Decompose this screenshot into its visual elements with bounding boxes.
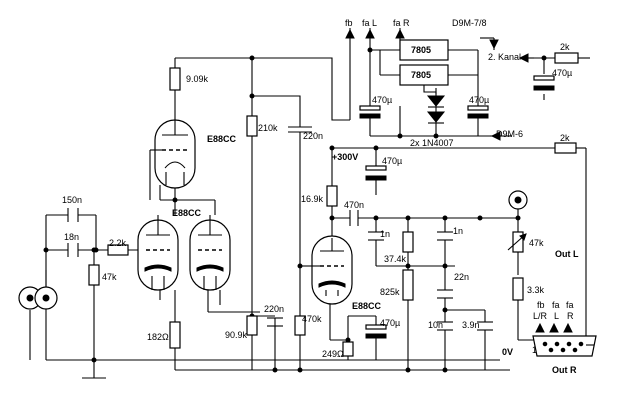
label-r-3k3: 3.3k	[527, 285, 545, 295]
label-r-2k2: 2.2k	[109, 238, 127, 248]
label-c-220n-bot: 220n	[264, 304, 285, 314]
cap-470u-hv	[365, 165, 387, 181]
label-r-2k-b: 2k	[560, 133, 570, 143]
label-c-220n-top: 220n	[303, 131, 324, 141]
label-r-249: 249Ω	[322, 349, 344, 359]
label-conn-fb: fb	[537, 300, 545, 310]
label-c-470n: 470n	[344, 200, 365, 210]
resistor-37k4	[402, 231, 414, 253]
cap-1n-a	[368, 231, 384, 241]
label-r-90k9: 90.9k	[225, 330, 248, 340]
capacitors	[67, 75, 555, 339]
label-c-3n9: 3.9n	[462, 320, 480, 330]
label-c-1n-a: 1n	[380, 229, 391, 239]
label-c-470u-cath: 470µ	[380, 318, 401, 328]
resistors	[88, 52, 579, 357]
tube-mid-right	[189, 215, 231, 291]
cap-470u-ch2	[533, 75, 555, 91]
label-ps-far: fa R	[393, 18, 410, 28]
resistor-470k	[294, 315, 306, 336]
cap-470u-ps-l	[359, 105, 381, 119]
regulators	[399, 39, 449, 94]
cap-1n-b	[437, 231, 453, 241]
cap-10n	[437, 321, 453, 331]
label-c-18n: 18n	[64, 232, 80, 242]
label-conn-lr: L/R	[533, 311, 548, 321]
label-ps-diode: 2x 1N4007	[410, 138, 454, 148]
pot-47k	[512, 231, 524, 253]
output-connector	[532, 322, 597, 357]
cap-470n	[349, 210, 359, 226]
tube-top	[149, 118, 196, 200]
label-c-470u-ch2: 470µ	[552, 68, 573, 78]
label-r-210k: 210k	[258, 123, 278, 133]
label-ps-fal: fa L	[362, 18, 378, 28]
label-v300: +300V	[332, 152, 359, 162]
output-jack	[508, 190, 528, 210]
resistor-90k9	[246, 315, 258, 336]
label-conn-l: L	[554, 311, 560, 321]
cap-470u-ps-r	[467, 105, 489, 119]
label-r-9k09: 9.09k	[186, 74, 209, 84]
resistor-3k3	[512, 277, 524, 301]
input-jack	[18, 270, 58, 310]
resistor-16k9	[326, 185, 338, 207]
cap-220n-bot	[267, 317, 283, 330]
resistor-825k	[402, 269, 414, 301]
label-r-47k-in: 47k	[102, 272, 117, 282]
junction-dots	[43, 47, 547, 373]
label-tube-top: E88CC	[207, 134, 237, 144]
label-ps-fb: fb	[345, 18, 353, 28]
ps-arrows	[345, 28, 534, 141]
resistor-249	[342, 341, 354, 357]
label-regulator-b: 7805	[411, 70, 432, 80]
cap-470u-cath	[365, 324, 387, 339]
label-out-r: Out R	[552, 365, 577, 375]
label-r-182: 182Ω	[147, 332, 169, 342]
label-c-150n: 150n	[62, 195, 83, 205]
diodes	[426, 95, 446, 124]
label-c-1n-b: 1n	[453, 226, 464, 236]
label-0v: 0V	[502, 347, 514, 357]
resistor-182	[169, 321, 181, 349]
label-conn-r: R	[567, 311, 574, 321]
label-out-l: Out L	[555, 249, 579, 259]
label-pot-47k: 47k	[529, 238, 544, 248]
resistor-2k2	[107, 244, 129, 256]
label-r-825k: 825k	[380, 287, 400, 297]
resistor-47k-input	[88, 264, 100, 286]
label-ps-c470-r: 470µ	[469, 95, 490, 105]
label-r-470k: 470k	[302, 314, 322, 324]
label-ps-d9m6: D9M-6	[496, 129, 524, 139]
label-ps-c470-l: 470µ	[372, 95, 393, 105]
resistor-9k09	[169, 67, 181, 91]
label-ps-d9m78: D9M-7/8	[452, 18, 487, 28]
label-regulator-a: 7805	[411, 45, 432, 55]
label-c-470u-hv: 470µ	[382, 156, 403, 166]
cap-22n	[437, 289, 453, 299]
label-conn-fa2: fa	[566, 300, 574, 310]
label-tube-mid: E88CC	[172, 208, 202, 218]
label-r-16k9: 16.9k	[301, 194, 324, 204]
label-conn-pin1: 1	[532, 345, 538, 355]
tube-bottom	[310, 235, 353, 305]
resistor-2k-b	[554, 142, 577, 154]
regulator-7805-a	[399, 39, 449, 61]
label-r-2k-a: 2k	[560, 42, 570, 52]
cap-3n9	[477, 321, 493, 331]
cap-150n	[67, 208, 79, 222]
wiring	[29, 37, 590, 379]
resistor-210k	[246, 115, 258, 137]
label-tube-bottom: E88CC	[352, 301, 382, 311]
resistor-2k-a	[554, 52, 579, 64]
label-c-22n: 22n	[454, 272, 470, 282]
label-conn-fa1: fa	[552, 300, 560, 310]
cap-18n	[67, 243, 79, 257]
tube-mid-left	[137, 215, 179, 291]
label-c-10n: 10n	[428, 320, 444, 330]
label-r-37k4: 37.4k	[384, 254, 407, 264]
label-ch2: 2. Kanal	[488, 52, 522, 62]
